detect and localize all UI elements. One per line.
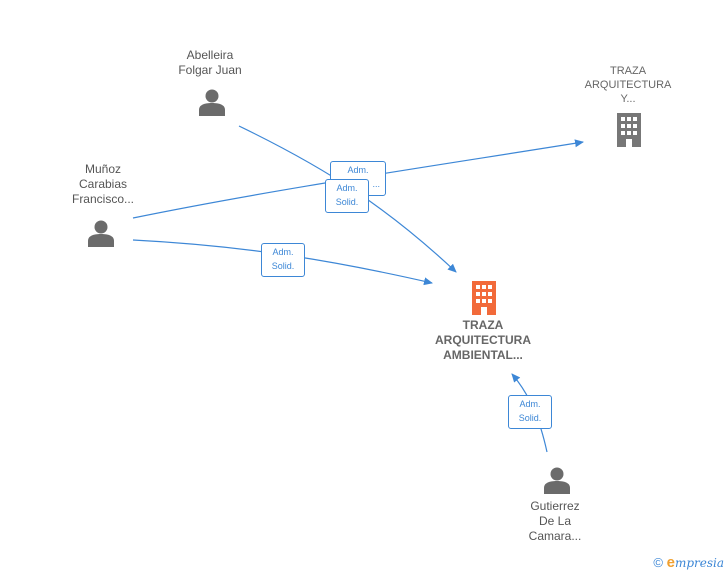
edge-label-adm-solid[interactable]: Adm. Solid.	[325, 179, 369, 213]
node-label-line: TRAZA	[609, 65, 647, 77]
edge-label-line: Adm.	[347, 165, 369, 175]
node-label-line: De La	[538, 514, 572, 528]
node-label-line: ARQUITECTURA	[584, 79, 672, 91]
node-label-line: Camara...	[528, 529, 582, 543]
node-label-line: Carabias	[78, 177, 128, 191]
building-icon	[617, 113, 641, 147]
node-label-line: Gutierrez	[530, 499, 580, 513]
edge-label-line: ...	[372, 179, 380, 189]
node-label-line: Francisco...	[71, 192, 134, 206]
node-label-line: ARQUITECTURA	[435, 333, 531, 347]
node-label-line: AMBIENTAL...	[443, 348, 523, 362]
edge-label-line: Adm.	[272, 247, 294, 257]
empresia-watermark: © empresia	[653, 554, 724, 571]
node-label-line: Folgar Juan	[178, 63, 242, 77]
node-traza-main[interactable]: TRAZA ARQUITECTURA AMBIENTAL...	[423, 318, 543, 363]
node-label-line: TRAZA	[462, 318, 504, 332]
person-icon	[88, 220, 114, 247]
building-icon-main	[472, 281, 496, 315]
edge-label-line: Solid.	[518, 413, 542, 423]
edge-label-adm-solid[interactable]: Adm. Solid.	[261, 243, 305, 277]
edge-label-line: Solid.	[335, 197, 359, 207]
node-label-line: Abelleira	[186, 48, 234, 62]
edge-label-line: Solid.	[271, 261, 295, 271]
edge-label-line: Adm.	[336, 183, 358, 193]
node-gutierrez[interactable]: Gutierrez De La Camara...	[507, 499, 603, 544]
edge-label-line: Adm.	[519, 399, 541, 409]
copyright-icon: ©	[653, 555, 663, 570]
node-munoz[interactable]: Muñoz Carabias Francisco...	[55, 162, 151, 207]
brand-e: e	[666, 554, 675, 571]
brand-name: mpresia	[674, 556, 724, 570]
node-abelleira[interactable]: Abelleira Folgar Juan	[162, 48, 258, 78]
person-icon	[199, 89, 225, 116]
node-traza-y[interactable]: TRAZA ARQUITECTURA Y...	[576, 64, 680, 106]
edge-label-adm-solid[interactable]: Adm. Solid.	[508, 395, 552, 429]
node-label-line: Y...	[620, 93, 636, 105]
node-label-line: Muñoz	[84, 162, 122, 176]
person-icon	[544, 467, 570, 494]
